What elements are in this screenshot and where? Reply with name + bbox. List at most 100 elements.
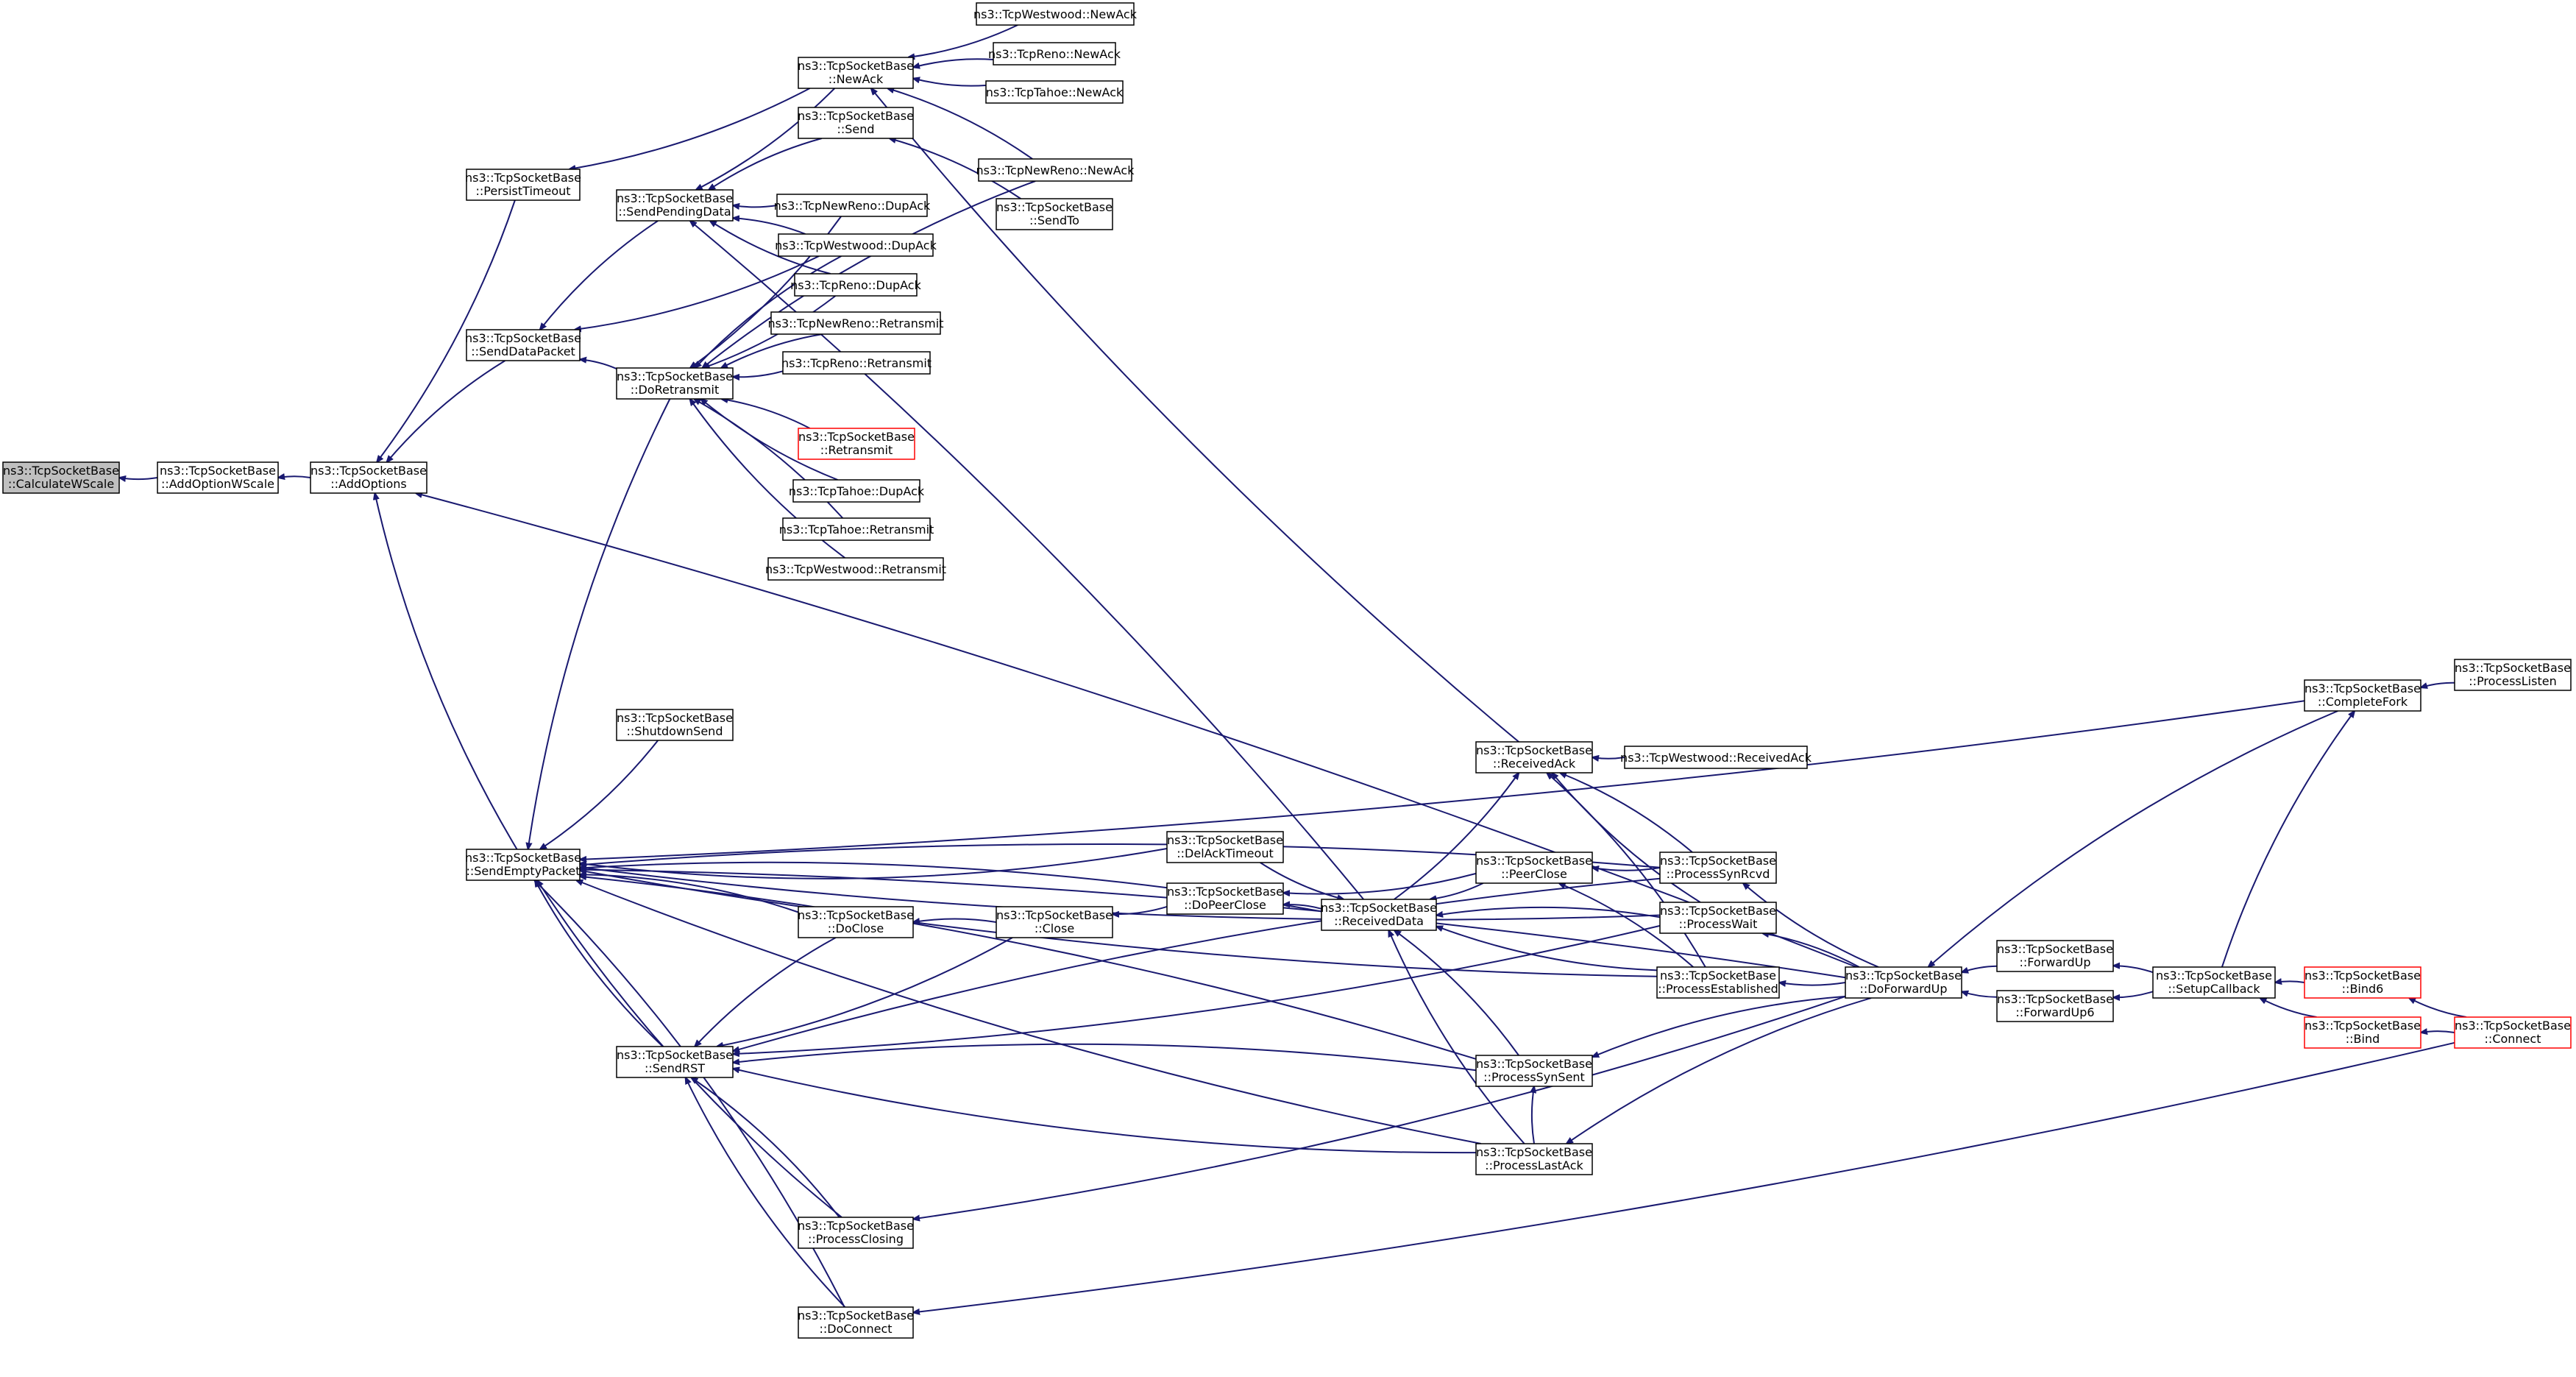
node-senddata[interactable]: ns3::TcpSocketBase::SendDataPacket (465, 329, 581, 361)
node-sendempty[interactable]: ns3::TcpSocketBase::SendEmptyPacket (465, 849, 581, 881)
node-box (770, 311, 941, 335)
node-tahoe_dupack[interactable]: ns3::TcpTahoe::DupAck (789, 479, 925, 503)
node-doretx[interactable]: ns3::TcpSocketBase::DoRetransmit (616, 367, 734, 400)
call-edge-close-to-sendrst (717, 937, 1013, 1047)
node-ww_recvack[interactable]: ns3::TcpWestwood::ReceivedAck (1620, 746, 1812, 769)
node-label-method: ::DelAckTimeout (1177, 846, 1273, 860)
node-box (1475, 1055, 1593, 1087)
node-doconnect[interactable]: ns3::TcpSocketBase::DoConnect (798, 1306, 914, 1339)
node-doclose[interactable]: ns3::TcpSocketBase::DoClose (798, 906, 914, 938)
node-label-class: ns3::TcpSocketBase (798, 1309, 914, 1323)
node-recvdata[interactable]: ns3::TcpSocketBase::ReceivedData (1321, 899, 1437, 931)
node-fwdup[interactable]: ns3::TcpSocketBase::ForwardUp (1996, 940, 2114, 972)
node-box (1475, 852, 1593, 884)
node-label-class: ns3::TcpSocketBase (1660, 854, 1776, 868)
call-edge-proclisten-to-completefork (2421, 682, 2455, 687)
call-edge-dofwdup-to-procclosing (913, 995, 1846, 1220)
node-completefork[interactable]: ns3::TcpSocketBase::CompleteFork (2304, 679, 2421, 712)
call-edge-setupcb-to-fwdup6 (2113, 991, 2154, 997)
node-reno_dupack[interactable]: ns3::TcpReno::DupAck (790, 273, 922, 297)
node-dopeerclose[interactable]: ns3::TcpSocketBase::DoPeerClose (1166, 882, 1284, 915)
node-layer: ns3::TcpSocketBase::CalculateWScalens3::… (2, 2, 2572, 1339)
node-connect[interactable]: ns3::TcpSocketBase::Connect (2454, 1016, 2572, 1049)
node-label-class: ns3::TcpSocketBase (1476, 854, 1592, 868)
node-box (2454, 659, 2572, 691)
node-ww_newack[interactable]: ns3::TcpWestwood::NewAck (973, 2, 1138, 26)
node-box (778, 233, 934, 257)
node-bind[interactable]: ns3::TcpSocketBase::Bind (2304, 1016, 2421, 1049)
node-box (798, 428, 915, 460)
node-reno_retx[interactable]: ns3::TcpReno::Retransmit (781, 351, 932, 375)
call-edge-ww_dupack-to-senddata (575, 255, 820, 330)
node-label-method: ::SendRST (645, 1061, 705, 1075)
node-box (2304, 1016, 2421, 1049)
node-label-class: ns3::TcpNewReno::DupAck (774, 199, 931, 213)
node-nr_dupack[interactable]: ns3::TcpNewReno::DupAck (774, 194, 931, 217)
node-label-class: ns3::TcpSocketBase (798, 430, 915, 444)
node-newack[interactable]: ns3::TcpSocketBase::NewAck (798, 57, 914, 89)
node-label-method: ::ShutdownSend (627, 724, 723, 738)
node-procest[interactable]: ns3::TcpSocketBase::ProcessEstablished (1656, 966, 1780, 999)
node-nr_retx[interactable]: ns3::TcpNewReno::Retransmit (768, 311, 944, 335)
node-delack[interactable]: ns3::TcpSocketBase::DelAckTimeout (1166, 831, 1284, 863)
node-fwdup6[interactable]: ns3::TcpSocketBase::ForwardUp6 (1996, 990, 2114, 1022)
node-addopts[interactable]: ns3::TcpSocketBase::AddOptions (310, 461, 427, 494)
node-label-class: ns3::TcpSocketBase (996, 908, 1113, 922)
node-ww_retx[interactable]: ns3::TcpWestwood::Retransmit (765, 557, 946, 581)
call-edge-recvack-to-newack (871, 88, 1519, 743)
node-box (2, 461, 120, 494)
call-edge-procsynrcvd-to-peerclose (1592, 868, 1661, 871)
call-edge-newack-to-sendpending (696, 88, 836, 190)
node-box (1996, 940, 2114, 972)
node-reno_newack[interactable]: ns3::TcpReno::NewAck (988, 42, 1121, 66)
node-shutdown[interactable]: ns3::TcpSocketBase::ShutdownSend (616, 709, 734, 741)
node-close[interactable]: ns3::TcpSocketBase::Close (996, 906, 1113, 938)
node-dofwdup[interactable]: ns3::TcpSocketBase::DoForwardUp (1845, 966, 1962, 999)
call-edge-tahoe_dupack-to-doretx (701, 399, 838, 481)
call-edge-procclosing-to-sendrst (691, 1077, 840, 1218)
node-box (798, 906, 914, 938)
node-nr_newack[interactable]: ns3::TcpNewReno::NewAck (976, 158, 1135, 182)
call-edge-completefork-to-sendempty (580, 700, 2305, 860)
node-procclosing[interactable]: ns3::TcpSocketBase::ProcessClosing (798, 1217, 914, 1249)
node-bind6[interactable]: ns3::TcpSocketBase::Bind6 (2304, 966, 2421, 999)
node-procsynrcvd[interactable]: ns3::TcpSocketBase::ProcessSynRcvd (1659, 852, 1777, 884)
node-sendto[interactable]: ns3::TcpSocketBase::SendTo (996, 198, 1113, 230)
node-label-method: ::AddOptions (330, 477, 407, 491)
node-tahoe_newack[interactable]: ns3::TcpTahoe::NewAck (985, 80, 1124, 104)
node-procsynsent[interactable]: ns3::TcpSocketBase::ProcessSynSent (1475, 1055, 1593, 1087)
node-box (466, 169, 581, 201)
node-proclisten[interactable]: ns3::TcpSocketBase::ProcessListen (2454, 659, 2572, 691)
call-edge-peerclose-to-dopeerclose (1283, 872, 1477, 894)
node-proclastack[interactable]: ns3::TcpSocketBase::ProcessLastAck (1475, 1143, 1593, 1175)
node-label-method: ::DoPeerClose (1184, 898, 1266, 912)
call-edge-dofwdup-to-procsynrcvd (1743, 883, 1879, 968)
call-edge-nr_retx-to-doretx (721, 333, 823, 368)
call-edge-procsynrcvd-to-sendrst (733, 877, 1661, 1052)
call-edge-sendrst-to-sendempty (535, 880, 664, 1047)
call-edge-procest-to-recvack (1547, 773, 1706, 968)
node-box (616, 367, 734, 400)
node-sendrst[interactable]: ns3::TcpSocketBase::SendRST (616, 1046, 734, 1078)
call-edge-sendpending-to-senddata (540, 220, 659, 330)
node-setupcb[interactable]: ns3::TcpSocketBase::SetupCallback (2152, 966, 2276, 999)
node-procwait[interactable]: ns3::TcpSocketBase::ProcessWait (1659, 902, 1777, 934)
node-calc[interactable]: ns3::TcpSocketBase::CalculateWScale (2, 461, 120, 494)
node-box (798, 1306, 914, 1339)
node-label-class: ns3::TcpSocketBase (617, 191, 733, 205)
node-label-method: ::ProcessWait (1679, 917, 1758, 931)
node-persist[interactable]: ns3::TcpSocketBase::PersistTimeout (465, 169, 581, 201)
node-send[interactable]: ns3::TcpSocketBase::Send (798, 107, 914, 139)
node-label-method: ::ProcessClosing (808, 1232, 904, 1246)
node-tahoe_retx[interactable]: ns3::TcpTahoe::Retransmit (779, 517, 934, 541)
node-sendpending[interactable]: ns3::TcpSocketBase::SendPendingData (616, 189, 734, 222)
call-edge-sendto-to-send (890, 138, 1021, 199)
node-ww_dupack[interactable]: ns3::TcpWestwood::DupAck (775, 233, 937, 257)
node-peerclose[interactable]: ns3::TcpSocketBase::PeerClose (1475, 852, 1593, 884)
call-edge-dofwdup-to-addopts (416, 493, 1857, 968)
node-recvack[interactable]: ns3::TcpSocketBase::ReceivedAck (1475, 741, 1593, 774)
node-retx[interactable]: ns3::TcpSocketBase::Retransmit (798, 428, 915, 460)
node-box (1656, 966, 1780, 999)
node-label-method: ::PersistTimeout (475, 184, 570, 198)
node-addwscale[interactable]: ns3::TcpSocketBase::AddOptionWScale (157, 461, 279, 494)
